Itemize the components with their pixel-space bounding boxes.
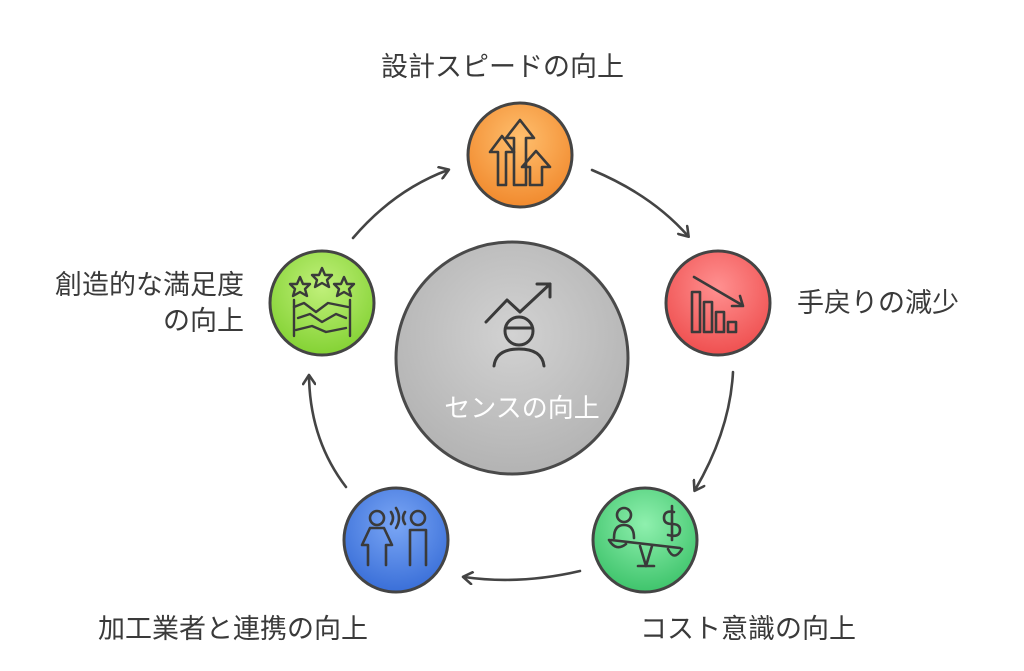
node-rework-reduction xyxy=(664,249,772,357)
label-design-speed: 設計スピードの向上 xyxy=(381,52,624,83)
label-creative-satisfaction-line-2: の向上 xyxy=(163,306,244,338)
arrows-up-icon xyxy=(488,118,552,187)
person-trend-icon xyxy=(484,282,552,368)
arrow-top-to-right xyxy=(590,168,688,236)
arrow-right-to-bottom-right xyxy=(695,370,735,490)
cycle-arrows xyxy=(309,168,735,580)
label-rework-reduction: 手戻りの減少 xyxy=(797,288,959,319)
label-creative-satisfaction: 創造的な満足度 の向上 xyxy=(55,268,244,341)
stars-handshake-icon xyxy=(288,266,356,338)
arrow-bottom-right-to-bottom-left xyxy=(464,569,582,580)
node-supplier-collab xyxy=(342,486,450,594)
arrow-left-to-top xyxy=(351,170,448,240)
two-people-talking-icon xyxy=(360,506,428,567)
node-creative-satisfaction xyxy=(268,249,376,357)
node-design-speed xyxy=(466,101,574,209)
center-node-label: センスの向上 xyxy=(444,394,600,424)
declining-bars-icon xyxy=(690,275,745,334)
balance-scale-icon xyxy=(607,504,684,568)
node-cost-awareness xyxy=(591,486,699,594)
center-node xyxy=(394,240,630,476)
label-supplier-collab: 加工業者と連携の向上 xyxy=(98,614,368,645)
arrow-bottom-left-to-left xyxy=(309,376,348,489)
label-cost-awareness: コスト意識の向上 xyxy=(640,614,856,645)
label-creative-satisfaction-line-1: 創造的な満足度 xyxy=(55,270,244,301)
